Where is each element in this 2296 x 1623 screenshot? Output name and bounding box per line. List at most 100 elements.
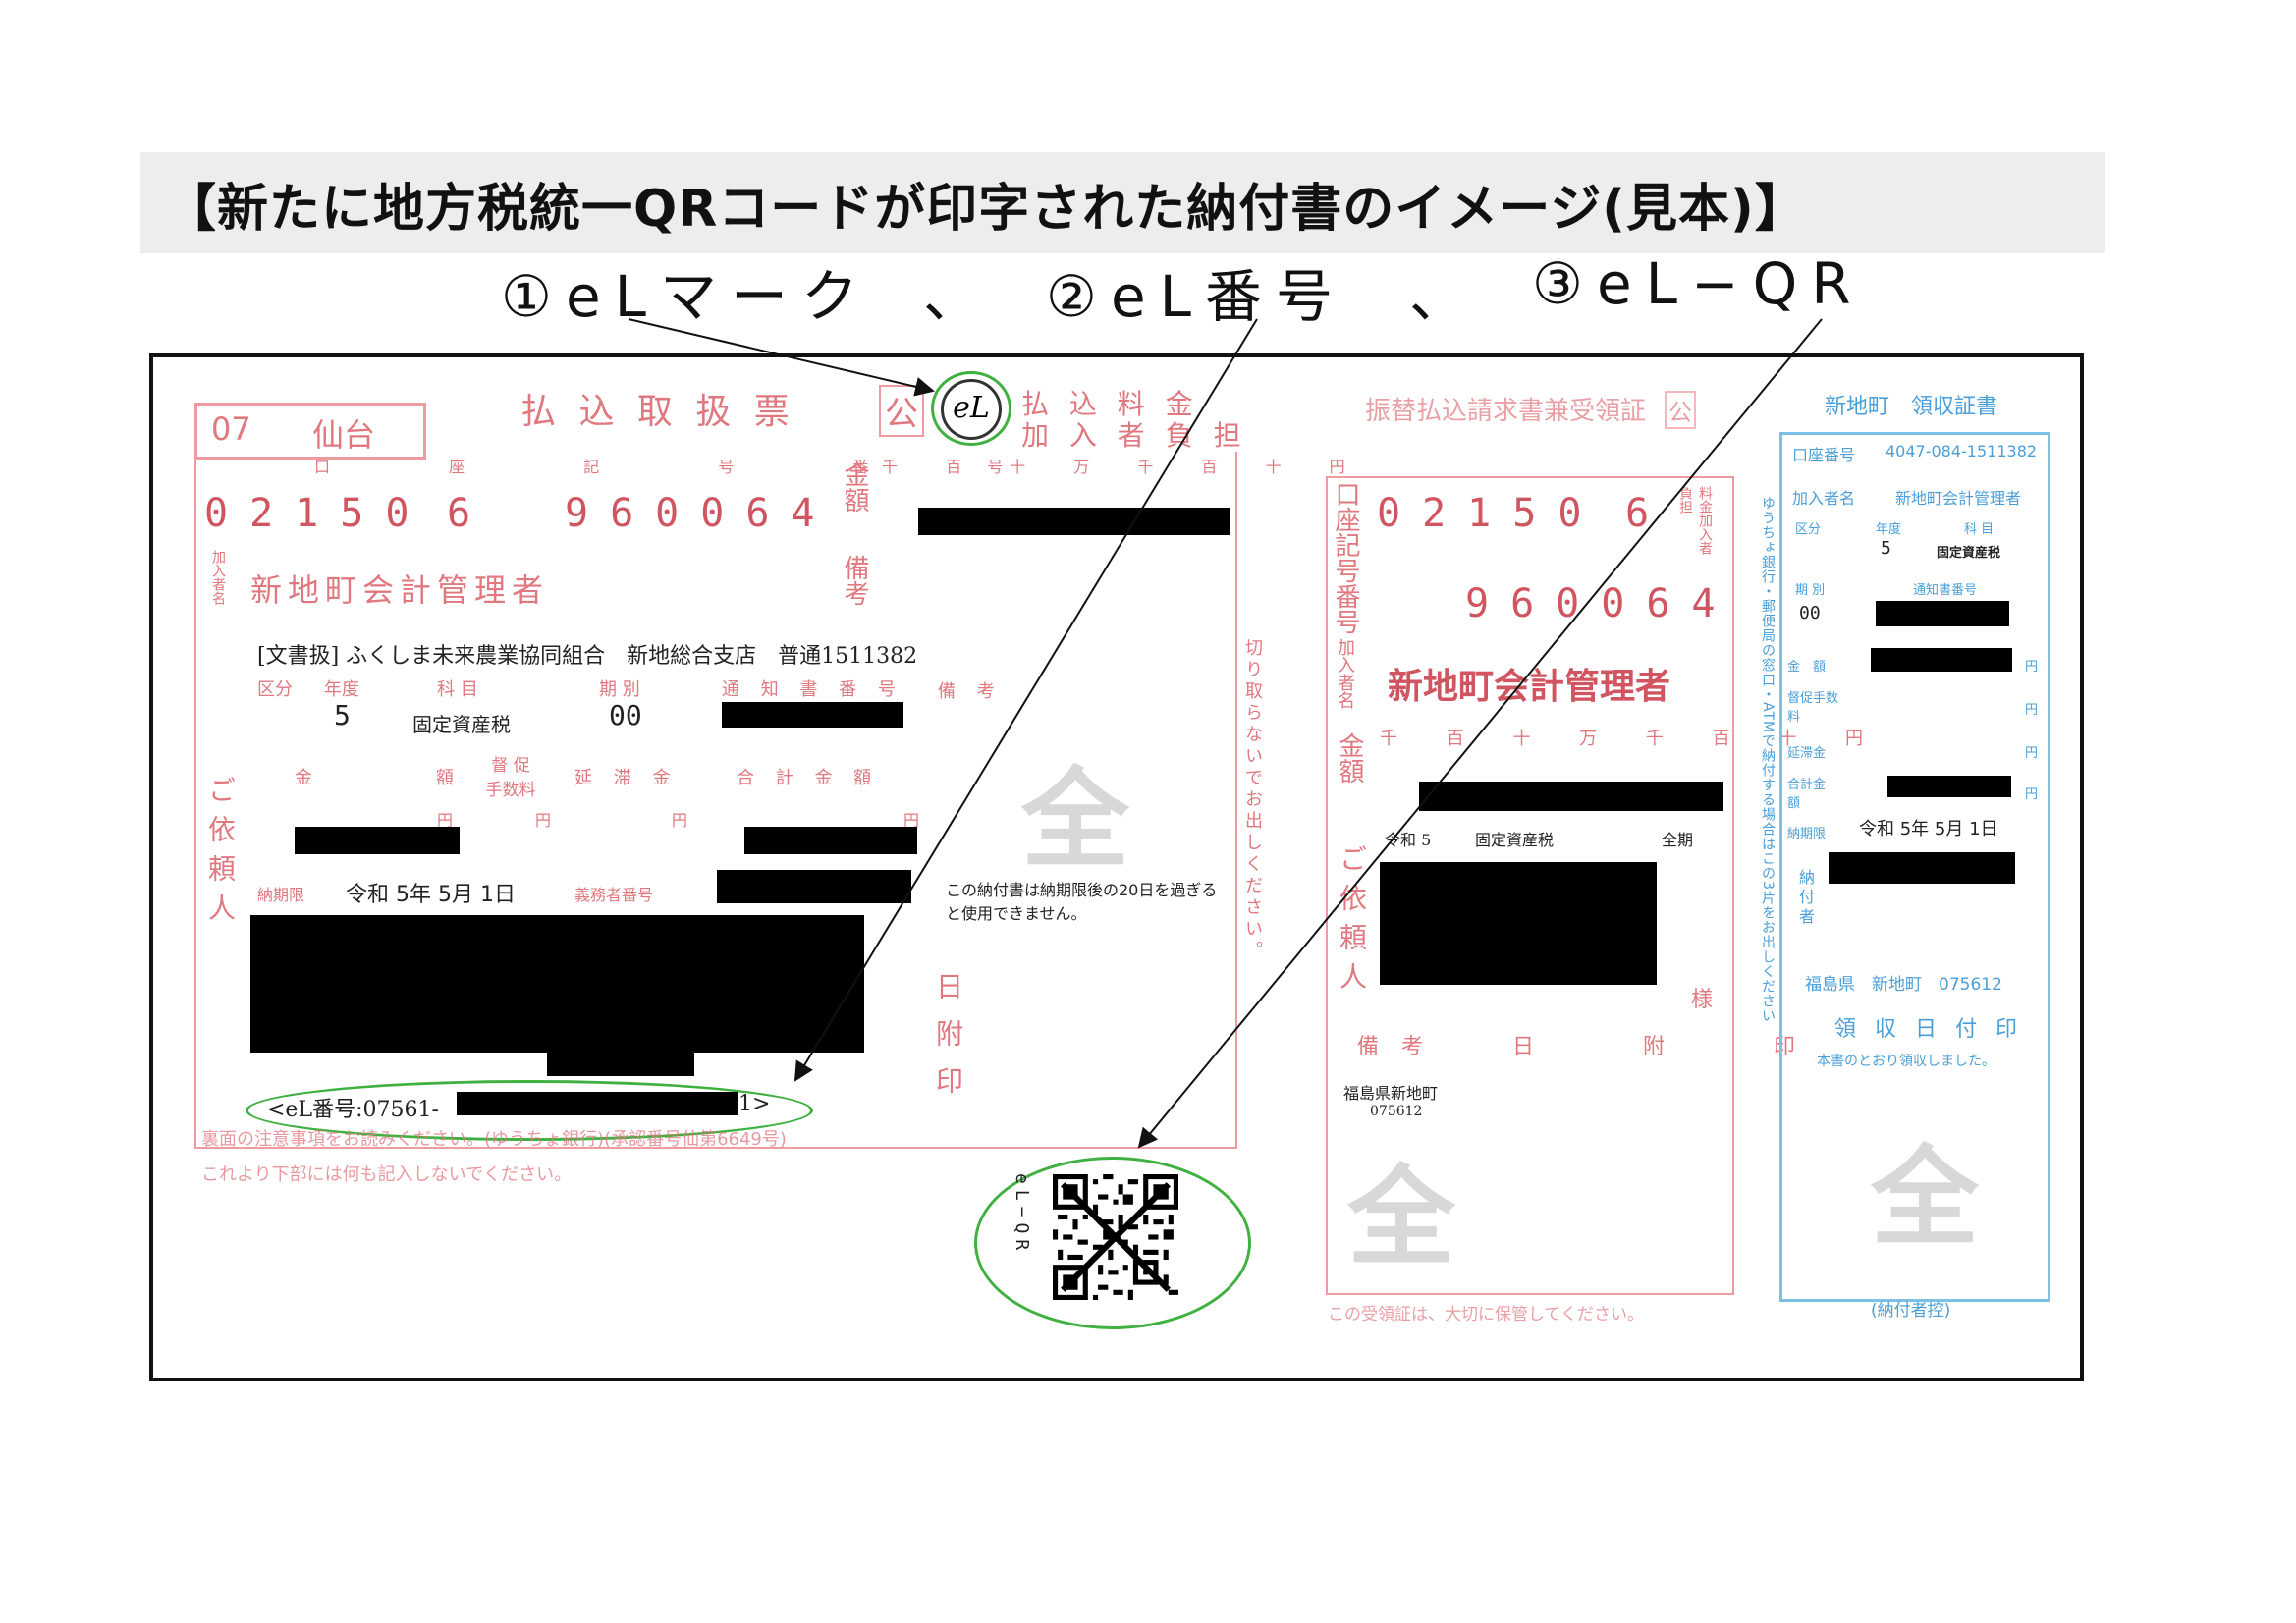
legend-el-qr: ③eL−QR (1532, 250, 1865, 317)
slip1-account-a: 02150 (204, 491, 431, 536)
slip2-footer: この受領証は、大切に保管してください。 (1328, 1305, 1644, 1325)
slip3-kamoku-value: 固定資産税 (1937, 546, 2001, 561)
slip3-account: 4047-084-1511382 (1886, 442, 2038, 460)
slip2-heading: 振替払込請求書兼受領証 (1365, 397, 1647, 426)
el-number-suffix: 1> (738, 1092, 771, 1116)
slip1-subscriber-label: 加入者名 (210, 550, 226, 605)
el-qr-label: eL−QR (1011, 1173, 1032, 1257)
slip3-kin: 金 額 (1787, 660, 1827, 675)
slip2-sama: 様 (1691, 988, 1714, 1012)
slip3-kibetsu: 期 別 (1795, 583, 1826, 598)
slip2-office-code: 075612 (1370, 1104, 1423, 1119)
slip1-kingaku: 金 額 (295, 768, 483, 788)
slip1-subscriber: 新地町会計管理者 (250, 571, 550, 609)
slip1-code-box (194, 403, 426, 460)
slip2-subscriber-label: 加入者名 (1335, 638, 1355, 709)
slip3-tokusoku: 督促手数料 (1787, 691, 1839, 725)
slip3-side-note: ゆうちょ銀行・郵便局の窓口・ATMで納付する場合はこの3片をお出しください (1760, 496, 1776, 1024)
slip2-biko: 備 考 (1357, 1035, 1431, 1059)
slip2-account-a: 02150 (1377, 491, 1604, 536)
slip3-heading: 新地町 領収証書 (1825, 395, 1998, 419)
slip3-goukei: 合計金額 (1787, 778, 1827, 811)
slip1-kamoku-value: 固定資産税 (412, 713, 511, 736)
slip3-zen-mark: 全 (1871, 1135, 1979, 1261)
page-title: 【新たに地方税統一QRコードが印字された納付書のイメージ(見本)】 (165, 180, 1807, 239)
el-number-highlight (246, 1080, 813, 1141)
slip1-gimusha: 義務者番号 (574, 886, 654, 904)
slip1-stamp-label: 日附印 (932, 972, 964, 1113)
slip1-nendo: 年度 (324, 679, 359, 700)
redacted-slip3-kin (1871, 648, 2012, 672)
redacted-gimusha (717, 870, 911, 903)
slip1-notice: この納付書は納期限後の20日を過ぎると使用できません。 (946, 881, 1218, 923)
slip3-deadline: 令和 5年 5月 1日 (1859, 819, 1998, 839)
slip3-office: 福島県 新地町 075612 (1805, 975, 2002, 995)
slip1-deadline: 令和 5年 5月 1日 (346, 883, 516, 907)
redacted-slip3-goukei (1887, 776, 2011, 797)
slip2-ko-mark: 公 (1665, 391, 1696, 429)
slip3-account-label: 口座番号 (1792, 446, 1856, 464)
slip2-office: 福島県新地町 (1343, 1084, 1439, 1103)
slip3-yen: 円 (2025, 787, 2039, 802)
slip3-nendo: 年度 (1876, 522, 1902, 537)
slip3-receipt-note: 本書のとおり領収しました。 (1817, 1054, 1995, 1069)
slip1-bank-line: [文書扱] ふくしま未来農業協同組合 新地総合支店 普通1511382 (257, 644, 918, 669)
slip1-footer-2: これより下部には何も記入しないでください。 (201, 1164, 573, 1185)
legend-el-mark: ①eLマーク (501, 263, 872, 330)
slip2-info-nendo: 令和 5 (1385, 831, 1432, 849)
slip1-footer-1: 裏面の注意事項をお読みください。(ゆうちょ銀行)(承認番号仙第6649号) (201, 1129, 787, 1150)
slip2-iraijin: ご依頼人 (1336, 844, 1368, 1001)
legend-el-number: ②eL番号 (1046, 263, 1346, 330)
slip2-subscriber: 新地町会計管理者 (1388, 667, 1671, 707)
slip1-amount-label: 金額 (840, 461, 869, 513)
slip1-kibetsu-value: 00 (609, 699, 642, 731)
slip3-nendo-value: 5 (1881, 538, 1891, 559)
slip3-stamp: 領 収 日 付 印 (1834, 1017, 2023, 1042)
slip1-cut-note: 切り取らないでお出しください。 (1242, 638, 1263, 962)
el-qr-highlight (974, 1157, 1251, 1329)
slip1-goukei: 合 計 金 額 (737, 768, 880, 788)
title-bar (140, 152, 2105, 253)
slip3-nofusha: 納付者 (1796, 869, 1815, 928)
slip1-kubun: 区分 (257, 679, 293, 700)
slip1-remarks-label: 備考 (840, 555, 869, 606)
slip3-subscriber: 新地町会計管理者 (1895, 489, 2022, 508)
slip2-account-b: 6 (1625, 491, 1671, 536)
redacted-notice-number (722, 702, 903, 728)
redacted-payer-block-tail (547, 1053, 694, 1076)
redacted-kingaku (295, 827, 460, 854)
legend-separator: 、 (1409, 263, 1481, 330)
slip3-yen: 円 (2025, 660, 2039, 675)
slip1-kamoku: 科 目 (437, 679, 478, 700)
slip3-yen: 円 (2025, 746, 2039, 761)
redacted-amount (918, 508, 1230, 535)
slip3-kubun: 区分 (1795, 522, 1822, 537)
slip3-tsuchi: 通知書番号 (1913, 583, 1978, 598)
slip1-yen: 円 (672, 811, 688, 830)
redacted-slip2-payer (1380, 862, 1657, 985)
slip1-zen-mark: 全 (1021, 757, 1129, 883)
slip1-biko: 備 考 (938, 681, 1003, 702)
el-qr-code-icon (1053, 1174, 1178, 1300)
slip2-zen-mark: 全 (1347, 1155, 1455, 1280)
redacted-goukei (744, 827, 917, 854)
slip1-kibetsu: 期 別 (599, 679, 640, 700)
slip1-ko-mark: 公 (879, 385, 924, 437)
slip1-account-c: 960064 (565, 491, 837, 536)
slip1-digit-headers: 千 百 十 万 千 百 十 円 (882, 458, 1367, 476)
redacted-slip3-notice (1876, 601, 2009, 626)
slip2-account-c: 960064 (1465, 581, 1737, 626)
slip1-tokusoku: 督 促 手数料 (485, 756, 536, 800)
el-mark-highlight (931, 371, 1011, 446)
slip1-heading: 払 込 取 扱 票 (520, 392, 795, 432)
slip3-footer: (納付者控) (1871, 1301, 1951, 1321)
slip2-amount-label: 金額 (1335, 732, 1364, 784)
slip3-kamoku: 科 目 (1964, 522, 1995, 537)
slip2-info-kamoku: 固定資産税 (1475, 831, 1555, 849)
slip1-yen: 円 (535, 811, 552, 830)
slip1-branch: 仙台 (312, 416, 376, 454)
slip1-yen: 円 (437, 811, 454, 830)
el-number-prefix: <eL番号:07561- (267, 1098, 439, 1122)
slip2-fee-note: 料金加入者負担 (1677, 486, 1713, 555)
slip2-info-kibetsu: 全期 (1662, 831, 1694, 849)
